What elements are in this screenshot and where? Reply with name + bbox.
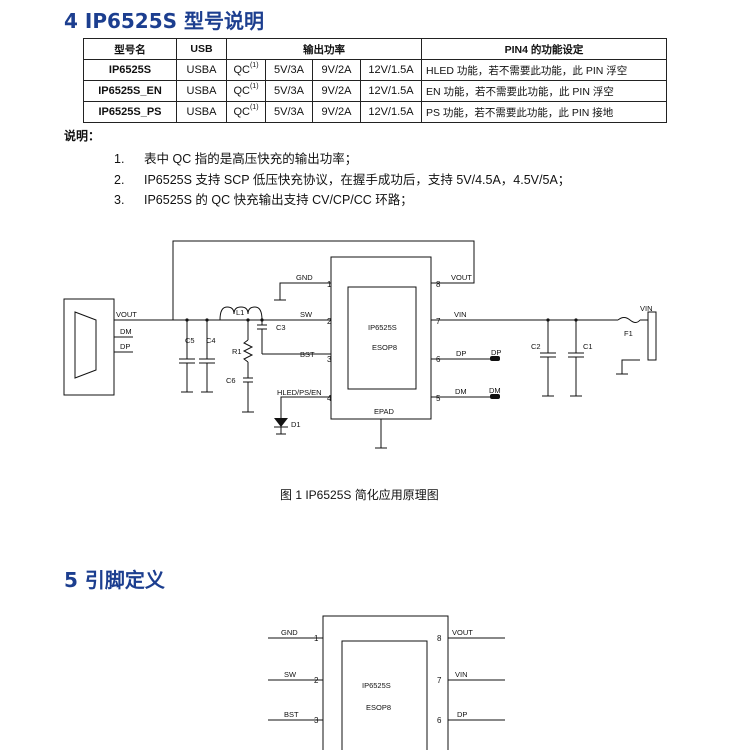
pinout-vin: VIN [455,670,468,679]
pin-name-gnd: GND [296,273,313,282]
pin-number: 7 [436,317,441,326]
pinout-bst: BST [284,710,299,719]
c3-label: C3 [276,323,286,332]
chip-package-label: ESOP8 [372,343,397,352]
table-row: IP6525S_PS USBA QC(1) 5V/3A 9V/2A 12V/1.… [83,101,667,123]
pin-name-sw: SW [300,310,313,319]
table-row: IP6525S USBA QC(1) 5V/3A 9V/2A 12V/1.5A … [83,59,667,81]
f1-label: F1 [624,329,633,338]
pinout-chip-name: IP6525S [362,681,391,690]
pin-number: 7 [437,676,442,685]
dp-net-label: DP [491,348,501,357]
dm-net-label: DM [489,386,501,395]
power-cell: 5V/3A [265,101,313,123]
pin-name-bst: BST [300,350,315,359]
pin-number: 6 [437,716,442,725]
pin-number: 3 [327,355,332,364]
pinout-dp: DP [457,710,467,719]
note-item: 3.IP6525S 的 QC 快充输出支持 CV/CP/CC 环路； [114,193,413,207]
note-item: 2.IP6525S 支持 SCP 低压快充协议，在握手成功后，支持 5V/4.5… [114,173,571,187]
c1-label: C1 [583,342,593,351]
usb-dm-label: DM [120,327,132,336]
usb-connector [63,298,115,396]
power-cell: 5V/3A [265,80,313,102]
model-cell: IP6525S [83,59,177,81]
pinout-sw: SW [284,670,297,679]
r1-resistor [242,339,254,363]
l1-inductor [219,306,263,321]
pin-name-pin4: HLED/PS/EN [277,388,322,397]
pin-number: 3 [314,716,319,725]
notes-label: 说明： [64,129,101,143]
pin-number: 8 [436,280,441,289]
c4-label: C4 [206,336,216,345]
pin4-cell: PS 功能，若不需要此功能，此 PIN 接地 [421,101,667,123]
pin-name-dm: DM [455,387,467,396]
c6-label: C6 [226,376,236,385]
c2-label: C2 [531,342,541,351]
vout-feedback-wire [172,240,475,320]
pin-name-dp: DP [456,349,466,358]
note-item: 1.表中 QC 指的是高压快充的输出功率； [114,152,358,166]
header-pin4: PIN4 的功能设定 [421,38,667,60]
usb-port-shape [74,311,97,379]
d1-diode [274,418,288,427]
pin-number: 4 [327,394,332,403]
pinout-chip-body [322,615,449,750]
model-cell: IP6525S_PS [83,101,177,123]
pin-number: 2 [327,317,332,326]
table-header-row: 型号名 USB 输出功率 PIN4 的功能设定 [83,38,667,60]
l1-label: L1 [236,308,244,317]
section-4-title: 4 IP6525S 型号说明 [64,9,265,33]
pinout-chip-die [341,640,428,750]
pinout-package: ESOP8 [366,703,391,712]
qc-cell: QC(1) [226,59,266,81]
pin4-cell: HLED 功能，若不需要此功能，此 PIN 浮空 [421,59,667,81]
power-cell: 5V/3A [265,59,313,81]
pinout-gnd: GND [281,628,298,637]
figure-caption: 图 1 IP6525S 简化应用原理图 [280,488,439,502]
vin-net-label: VIN [640,304,653,313]
d1-label: D1 [291,420,301,429]
r1-label: R1 [232,347,242,356]
usb-vout-label: VOUT [116,310,137,319]
pin-name-vout: VOUT [451,273,472,282]
power-cell: 9V/2A [312,101,361,123]
usb-dp-label: DP [120,342,130,351]
qc-cell: QC(1) [226,101,266,123]
section-5-title: 5 引脚定义 [64,568,165,592]
pin-number: 6 [436,355,441,364]
power-cell: 12V/1.5A [360,101,422,123]
pin-number: 2 [314,676,319,685]
pin-number: 5 [436,394,441,403]
pin-number: 1 [314,634,319,643]
usb-cell: USBA [176,101,227,123]
epad-label: EPAD [374,407,394,416]
c5-label: C5 [185,336,195,345]
chip-die [347,286,417,390]
pin-number: 1 [327,280,332,289]
pin-name-vin: VIN [454,310,467,319]
pinout-vout: VOUT [452,628,473,637]
pin-number: 8 [437,634,442,643]
model-table: 型号名 USB 输出功率 PIN4 的功能设定 IP6525S USBA QC(… [83,38,667,123]
chip-name-label: IP6525S [368,323,397,332]
